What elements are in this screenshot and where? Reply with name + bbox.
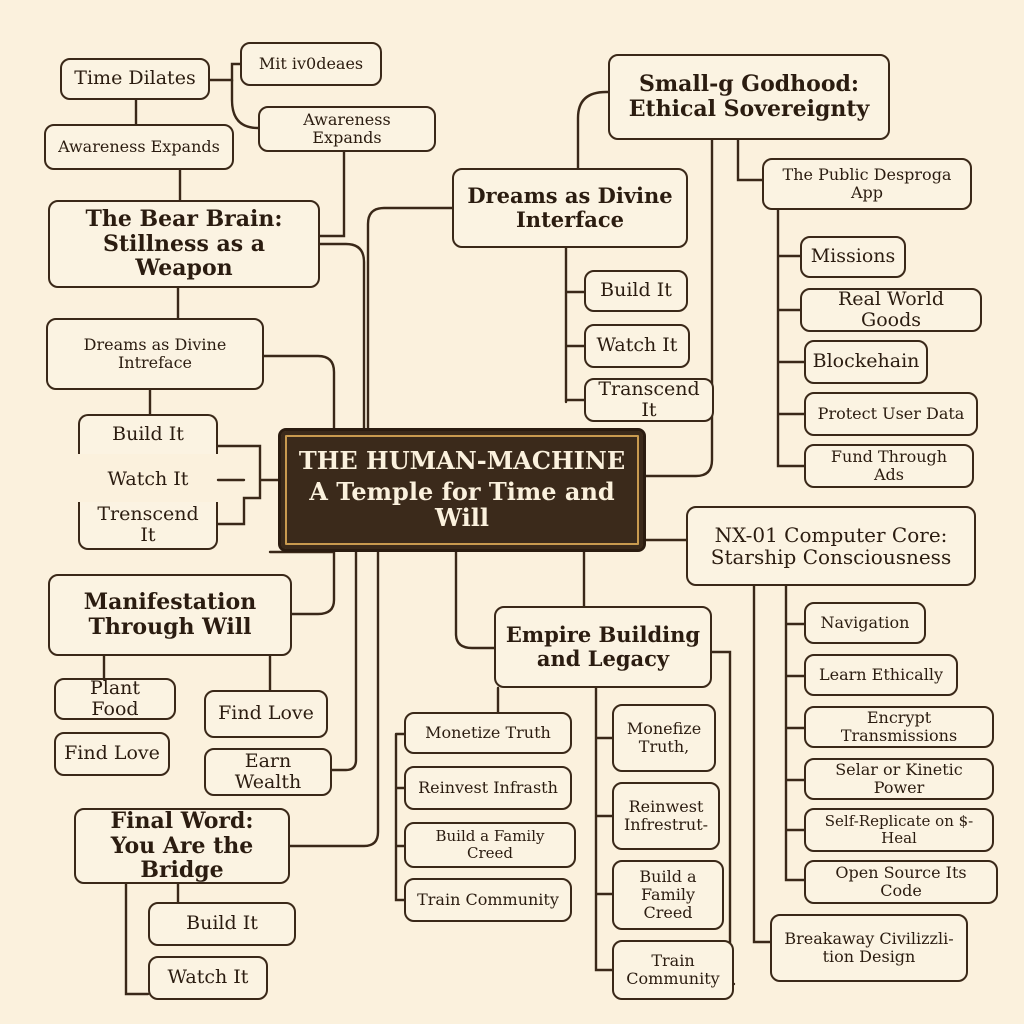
- node-plant-food: Plant Food: [54, 677, 176, 720]
- connector-14: [208, 62, 242, 82]
- connector-18: [564, 246, 586, 404]
- connector-21: [776, 208, 806, 468]
- connector-27: [394, 686, 500, 902]
- node-encrypt-transmissions: Encrypt Transmissions: [804, 706, 994, 748]
- node-dreams-left: Dreams as Divine Intreface: [46, 318, 264, 390]
- node-watch-it-bottom: Watch It: [148, 956, 268, 1000]
- node-watch-it-mid: Watch It: [584, 324, 690, 368]
- node-monetize-truth-left: Monetize Truth: [404, 712, 572, 754]
- connector-9: [288, 550, 380, 848]
- node-mit-ideas: Mit iv0deaes: [240, 42, 382, 86]
- node-solar-kinetic-power: Selar or Kinetic Power: [804, 758, 994, 800]
- node-fund-through-ads: Fund Through Ads: [804, 444, 974, 488]
- node-missions: Missions: [800, 236, 906, 278]
- node-watch-it-left: Watch It: [107, 468, 189, 491]
- connector-8: [330, 550, 358, 772]
- node-monetize-truth-right: Monefize Truth,: [612, 704, 716, 772]
- connector-12: [124, 882, 150, 996]
- connector-25: [454, 550, 496, 650]
- node-train-community-right: Train Community: [612, 940, 734, 1000]
- connector-23: [784, 584, 806, 882]
- node-manifestation: Manifestation Through Will: [48, 574, 292, 656]
- connector-24: [752, 584, 772, 944]
- node-family-creed-left: Build a Family Creed: [404, 822, 576, 868]
- connector-7: [268, 550, 336, 616]
- central-title: THE HUMAN-MACHINE: [298, 445, 626, 475]
- node-empire-building: Empire Building and Legacy: [494, 606, 712, 688]
- node-family-creed-right: Build a Family Creed: [612, 860, 724, 930]
- node-earn-wealth: Earn Wealth: [204, 748, 332, 796]
- connector-2: [318, 242, 366, 430]
- connector-20: [736, 138, 764, 182]
- node-time-dilates: Time Dilates: [60, 58, 210, 100]
- connector-3: [318, 148, 346, 238]
- central-topic: THE HUMAN-MACHINE A Temple for Time and …: [278, 428, 646, 552]
- node-bear-brain: The Bear Brain: Stillness as a Weapon: [48, 200, 320, 288]
- connector-17: [366, 206, 454, 430]
- node-build-it-left: Build It: [78, 414, 218, 454]
- node-awareness-expands-right: Awareness Expands: [258, 106, 436, 152]
- node-godhood: Small-g Godhood: Ethical Sovereignty: [608, 54, 890, 140]
- node-breakaway-civilization: Breakaway Civilizzli- tion Design: [770, 914, 968, 982]
- node-reinvest-right: Reinwest Infrestrut-: [612, 782, 720, 850]
- node-learn-ethically: Learn Ethically: [804, 654, 958, 696]
- connector-0: [216, 444, 280, 526]
- node-open-source: Open Source Its Code: [804, 860, 998, 904]
- connector-1: [262, 354, 336, 430]
- node-final-word: Final Word: You Are the Bridge: [74, 808, 290, 884]
- node-navigation: Navigation: [804, 602, 926, 644]
- node-nx01: NX-01 Computer Core: Starship Consciousn…: [686, 506, 976, 586]
- node-public-app: The Public Desproga App: [762, 158, 972, 210]
- node-awareness-expands-left: Awareness Expands: [44, 124, 234, 170]
- node-reinvest-left: Reinvest Infrasth: [404, 766, 572, 810]
- node-build-it-mid: Build It: [584, 270, 688, 312]
- node-blockchain: Blockehain: [804, 340, 928, 384]
- node-transcend-left: Trenscend It: [78, 502, 218, 550]
- node-real-world-goods: Real World Goods: [800, 288, 982, 332]
- node-dreams-top: Dreams as Divine Interface: [452, 168, 688, 248]
- node-transcend-mid: Transcend It: [584, 378, 714, 422]
- node-find-love-upper: Find Love: [204, 690, 328, 738]
- node-self-replicate: Self-Replicate on $-Heal: [804, 808, 994, 852]
- connector-15: [230, 78, 260, 130]
- connector-29: [594, 686, 614, 972]
- node-protect-user-data: Protect User Data: [804, 392, 978, 436]
- node-train-community-left: Train Community: [404, 878, 572, 922]
- node-find-love-lower-left: Find Love: [54, 732, 170, 776]
- node-build-it-bottom: Build It: [148, 902, 296, 946]
- central-subtitle: A Temple for Time and Will: [309, 476, 615, 533]
